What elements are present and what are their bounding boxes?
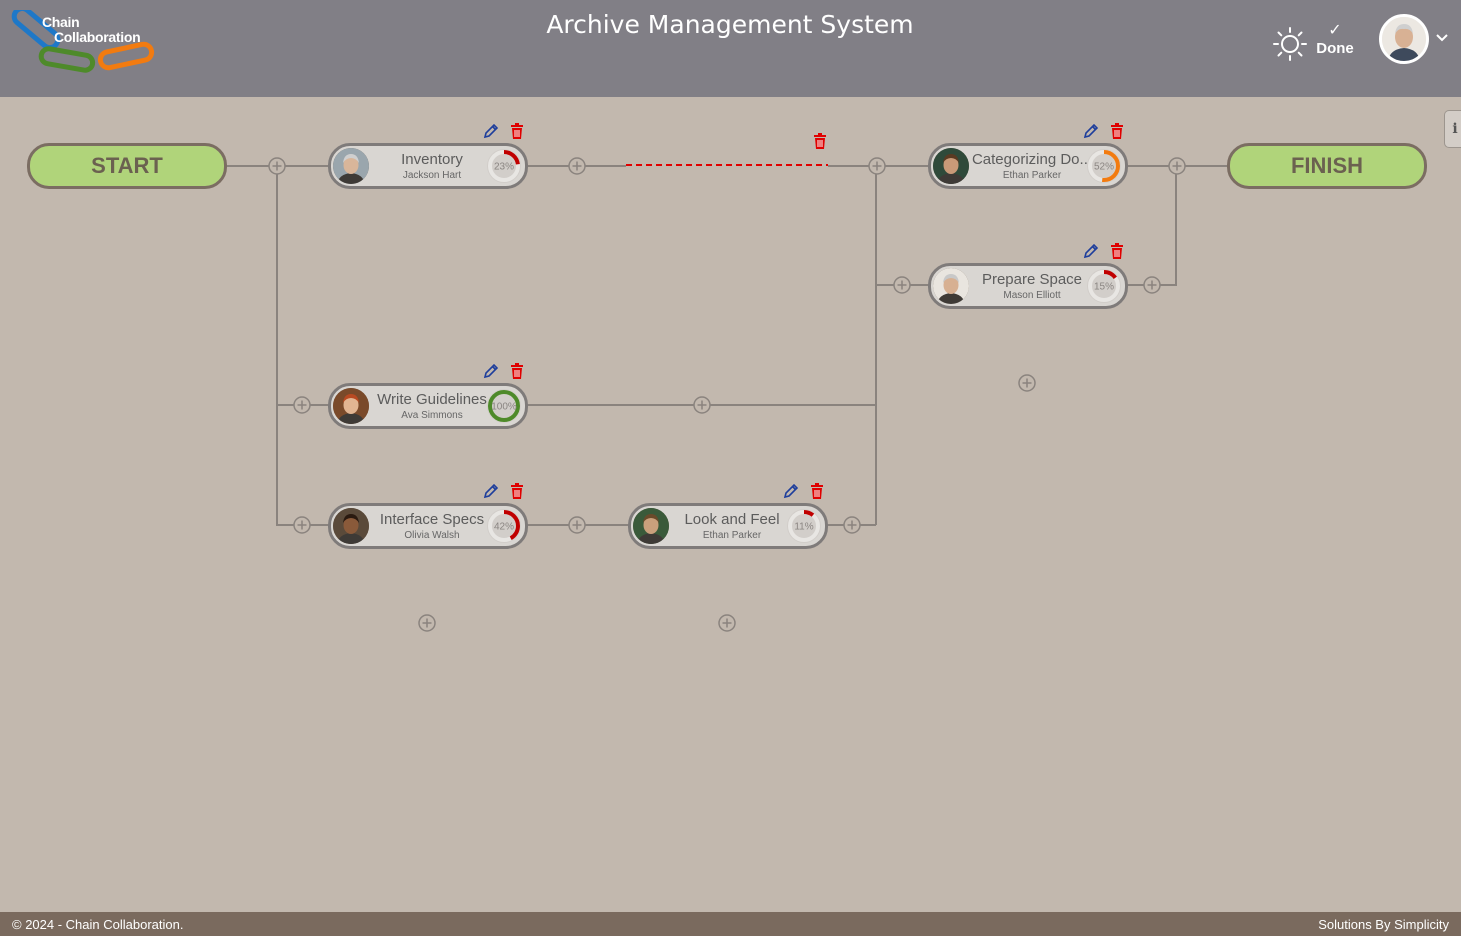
- assignee-avatar: [633, 508, 669, 544]
- footer-tagline: Solutions By Simplicity: [1318, 917, 1449, 932]
- add-step-plus-icon[interactable]: [718, 614, 736, 632]
- user-avatar[interactable]: [1379, 14, 1429, 64]
- add-step-plus-icon[interactable]: [568, 157, 586, 175]
- progress-label: 100%: [491, 402, 517, 413]
- finish-node[interactable]: FINISH: [1227, 143, 1427, 189]
- edit-pencil-icon[interactable]: [483, 123, 499, 139]
- add-step-plus-icon[interactable]: [1168, 157, 1186, 175]
- user-portrait-icon: [1382, 17, 1426, 61]
- chain-collaboration-logo[interactable]: Chain Collaboration: [8, 5, 158, 78]
- progress-label: 52%: [1094, 162, 1114, 173]
- progress-ring: 15%: [1087, 269, 1121, 303]
- info-icon[interactable]: i: [1444, 110, 1461, 148]
- assignee-avatar: [333, 388, 369, 424]
- logo-text-line1: Chain: [42, 14, 80, 30]
- done-button[interactable]: ✓ Done: [1312, 22, 1358, 62]
- progress-ring: 52%: [1087, 149, 1121, 183]
- assignee-avatar: [933, 268, 969, 304]
- delete-trash-icon[interactable]: [509, 123, 525, 139]
- progress-label: 11%: [794, 522, 813, 533]
- task-name: Look and Feel: [684, 511, 780, 528]
- progress-label: 15%: [1094, 282, 1114, 293]
- task-node-categorizing[interactable]: Categorizing Do... Ethan Parker 52%: [928, 143, 1128, 189]
- add-step-plus-icon[interactable]: [868, 157, 886, 175]
- done-label: Done: [1316, 40, 1354, 57]
- add-step-plus-icon[interactable]: [1018, 374, 1036, 392]
- edit-pencil-icon[interactable]: [1083, 123, 1099, 139]
- assignee-avatar: [333, 508, 369, 544]
- footer-copyright: © 2024 - Chain Collaboration.: [12, 917, 184, 932]
- add-step-plus-icon[interactable]: [843, 516, 861, 534]
- add-step-plus-icon[interactable]: [418, 614, 436, 632]
- progress-label: 42%: [494, 522, 514, 533]
- progress-ring: 42%: [487, 509, 521, 543]
- checkmark-icon: ✓: [1328, 22, 1342, 39]
- delete-trash-icon[interactable]: [1109, 243, 1125, 259]
- add-step-plus-icon[interactable]: [268, 157, 286, 175]
- add-step-plus-icon[interactable]: [693, 396, 711, 414]
- assignee-avatar: [933, 148, 969, 184]
- task-name: Inventory: [401, 151, 463, 168]
- app-footer: © 2024 - Chain Collaboration. Solutions …: [0, 912, 1461, 936]
- progress-label: 23%: [494, 162, 514, 173]
- edit-pencil-icon[interactable]: [483, 483, 499, 499]
- sun-icon[interactable]: [1272, 26, 1308, 62]
- assignee-avatar: [333, 148, 369, 184]
- task-assignee: Ava Simmons: [401, 410, 463, 421]
- chevron-down-icon[interactable]: [1434, 30, 1450, 46]
- task-assignee: Ethan Parker: [1002, 170, 1062, 181]
- task-assignee: Mason Elliott: [1003, 290, 1061, 301]
- add-step-plus-icon[interactable]: [293, 396, 311, 414]
- delete-trash-icon[interactable]: [509, 483, 525, 499]
- start-node[interactable]: START: [27, 143, 227, 189]
- edit-pencil-icon[interactable]: [783, 483, 799, 499]
- chain-links-icon: [11, 5, 155, 73]
- logo-text-line2: Collaboration: [54, 29, 141, 45]
- task-name: Prepare Space: [981, 271, 1083, 288]
- progress-ring: 11%: [787, 509, 821, 543]
- task-assignee: Olivia Walsh: [404, 530, 460, 541]
- delete-trash-icon[interactable]: [1109, 123, 1125, 139]
- add-step-plus-icon[interactable]: [293, 516, 311, 534]
- task-name: Categorizing Do...: [971, 151, 1093, 168]
- progress-ring: 23%: [487, 149, 521, 183]
- edit-pencil-icon[interactable]: [483, 363, 499, 379]
- add-step-plus-icon[interactable]: [568, 516, 586, 534]
- delete-trash-icon[interactable]: [509, 363, 525, 379]
- add-step-plus-icon[interactable]: [893, 276, 911, 294]
- delete-link-trash-icon[interactable]: [812, 133, 828, 149]
- page-title: Archive Management System: [546, 10, 914, 39]
- app-header: Chain Collaboration Archive Management S…: [0, 0, 1461, 97]
- progress-ring: 100%: [487, 389, 521, 423]
- task-assignee: Jackson Hart: [402, 170, 462, 181]
- task-name: Write Guidelines: [377, 391, 487, 408]
- task-assignee: Ethan Parker: [702, 530, 762, 541]
- delete-trash-icon[interactable]: [809, 483, 825, 499]
- task-name: Interface Specs: [379, 511, 485, 528]
- edit-pencil-icon[interactable]: [1083, 243, 1099, 259]
- add-step-plus-icon[interactable]: [1143, 276, 1161, 294]
